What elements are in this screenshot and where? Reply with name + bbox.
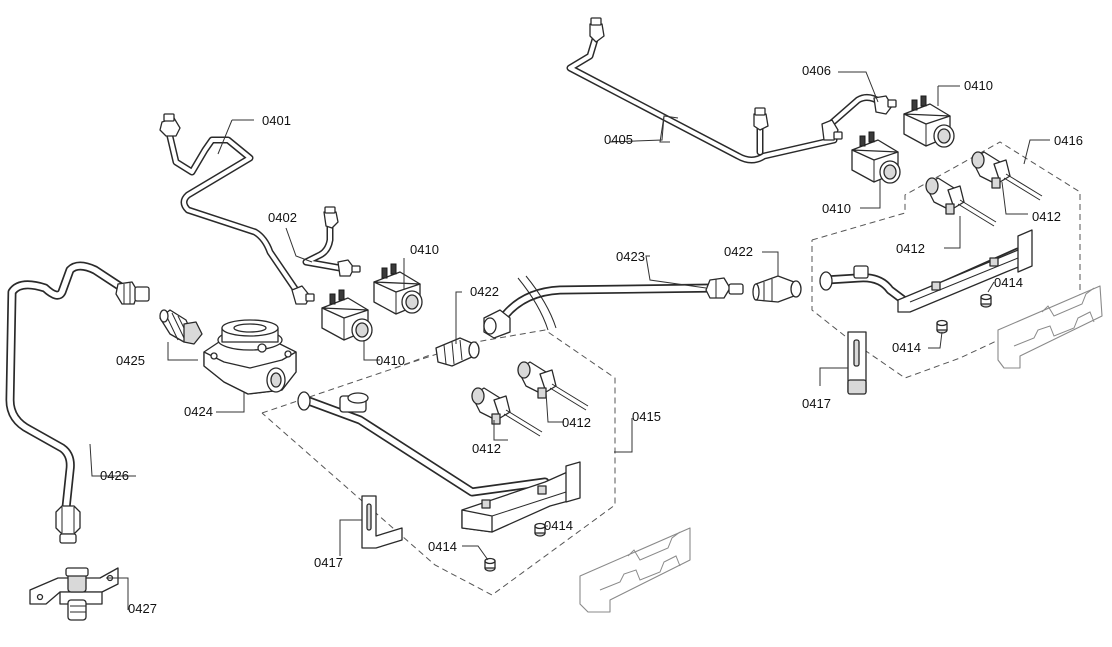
callout-0414-left-bottom: 0414	[428, 539, 457, 554]
part-0427-bracket	[29, 567, 119, 621]
callout-0412-right-bottom: 0412	[896, 241, 925, 256]
callout-0415: 0415	[632, 409, 661, 424]
callout-0406: 0406	[802, 63, 831, 78]
part-0417-clip-left	[361, 495, 403, 549]
part-0422-fitting-right	[752, 275, 802, 303]
callout-0414-right-top: 0414	[994, 275, 1023, 290]
callout-0416: 0416	[1054, 133, 1083, 148]
part-0422-fitting-left	[435, 337, 480, 367]
part-0414-nut-c	[936, 319, 948, 334]
assembly-outline-0415	[261, 329, 616, 596]
pipe-0402	[302, 206, 361, 277]
part-0414-nut-a	[534, 522, 546, 537]
panel-bracket-right	[997, 285, 1103, 369]
leader-lines	[89, 71, 1050, 610]
callout-0417-right: 0417	[802, 396, 831, 411]
part-0410-valve-left-b	[373, 263, 423, 315]
callout-0426: 0426	[100, 468, 129, 483]
part-0412-igniter-d	[971, 151, 1043, 201]
panel-bracket-left	[579, 527, 691, 613]
callout-0423: 0423	[616, 249, 645, 264]
part-0414-nut-d	[980, 293, 992, 308]
callout-0422-right: 0422	[724, 244, 753, 259]
pipe-0401	[159, 113, 315, 305]
callout-0427: 0427	[128, 601, 157, 616]
part-0425-fitting	[159, 309, 203, 345]
callout-0412-left-bottom: 0412	[472, 441, 501, 456]
callout-0422-left: 0422	[470, 284, 499, 299]
callout-0410-bottom-left: 0410	[376, 353, 405, 368]
part-0412-igniter-a	[471, 387, 543, 437]
part-0410-valve-right-b	[851, 131, 901, 184]
callout-0414-right-bottom: 0414	[892, 340, 921, 355]
pipe-0423	[483, 275, 744, 339]
part-0415-manifold	[297, 391, 581, 533]
callout-0412-left-right: 0412	[562, 415, 591, 430]
part-0417-clip-right	[847, 331, 867, 395]
callout-0410-top-left: 0410	[410, 242, 439, 257]
part-0410-valve-right-a	[903, 95, 955, 148]
part-0414-nut-b	[484, 557, 496, 572]
callout-0405: 0405	[604, 132, 633, 147]
pipe-0406	[821, 93, 897, 141]
assembly-outline-0416	[811, 141, 1081, 379]
callout-0401: 0401	[262, 113, 291, 128]
callout-0402: 0402	[268, 210, 297, 225]
pipe-0405	[566, 17, 838, 164]
callout-0410-mid-right: 0410	[822, 201, 851, 216]
callout-0425: 0425	[116, 353, 145, 368]
callout-0417-left: 0417	[314, 555, 343, 570]
part-0424-regulator	[203, 319, 297, 395]
callout-0412-right-top: 0412	[1032, 209, 1061, 224]
part-0412-igniter-c	[925, 177, 997, 227]
part-0410-valve-left-a	[321, 289, 373, 342]
callout-0424: 0424	[184, 404, 213, 419]
part-0412-igniter-b	[517, 361, 589, 411]
callout-0410-top-right: 0410	[964, 78, 993, 93]
pipe-0426	[5, 261, 150, 544]
part-0416-manifold	[819, 229, 1033, 313]
callout-0414-left-right: 0414	[544, 518, 573, 533]
